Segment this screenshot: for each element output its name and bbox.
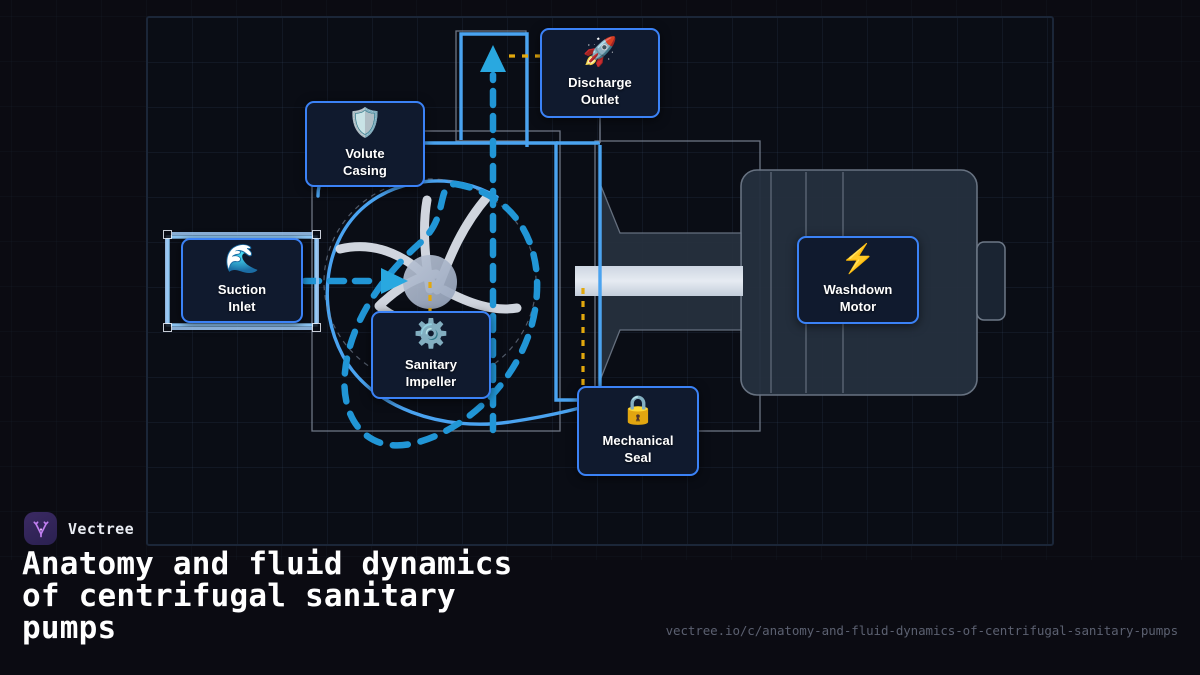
node-mechanical-seal[interactable]: 🔒 Mechanical Seal — [577, 386, 699, 476]
high-voltage-icon: ⚡ — [840, 242, 876, 274]
resize-handle-se[interactable] — [312, 323, 321, 332]
resize-handle-sw[interactable] — [163, 323, 172, 332]
node-washdown-motor[interactable]: ⚡ Washdown Motor — [797, 236, 919, 324]
node-label: Suction Inlet — [217, 282, 267, 314]
brand-block: Vectree — [24, 512, 134, 545]
node-label: Mechanical Seal — [602, 432, 674, 465]
rocket-icon: 🚀 — [582, 35, 618, 67]
node-label: Discharge Outlet — [568, 74, 632, 107]
page-url: vectree.io/c/anatomy-and-fluid-dynamics-… — [665, 623, 1178, 638]
node-sanitary-impeller[interactable]: ⚙️ Sanitary Impeller — [371, 311, 491, 399]
shield-icon: 🛡️ — [347, 106, 383, 138]
v-tree-glyph — [32, 520, 49, 537]
selection-ring-suction-inlet[interactable] — [163, 230, 321, 332]
node-suction-inlet[interactable]: 🌊 Suction Inlet — [181, 238, 303, 323]
node-volute-casing[interactable]: 🛡️ Volute Casing — [305, 101, 425, 187]
resize-handle-ne[interactable] — [312, 230, 321, 239]
page-title: Anatomy and fluid dynamics of centrifuga… — [22, 546, 513, 646]
ocean-wave-icon: 🌊 — [224, 243, 260, 275]
brand-name: Vectree — [68, 519, 135, 538]
node-label: Washdown Motor — [823, 281, 893, 314]
vectree-logo-icon — [24, 512, 57, 545]
node-label: Sanitary Impeller — [404, 356, 458, 389]
lock-icon: 🔒 — [620, 393, 656, 425]
resize-handle-nw[interactable] — [163, 230, 172, 239]
gear-icon: ⚙️ — [413, 317, 449, 349]
node-label: Volute Casing — [343, 145, 387, 178]
node-discharge-outlet[interactable]: 🚀 Discharge Outlet — [540, 28, 660, 118]
